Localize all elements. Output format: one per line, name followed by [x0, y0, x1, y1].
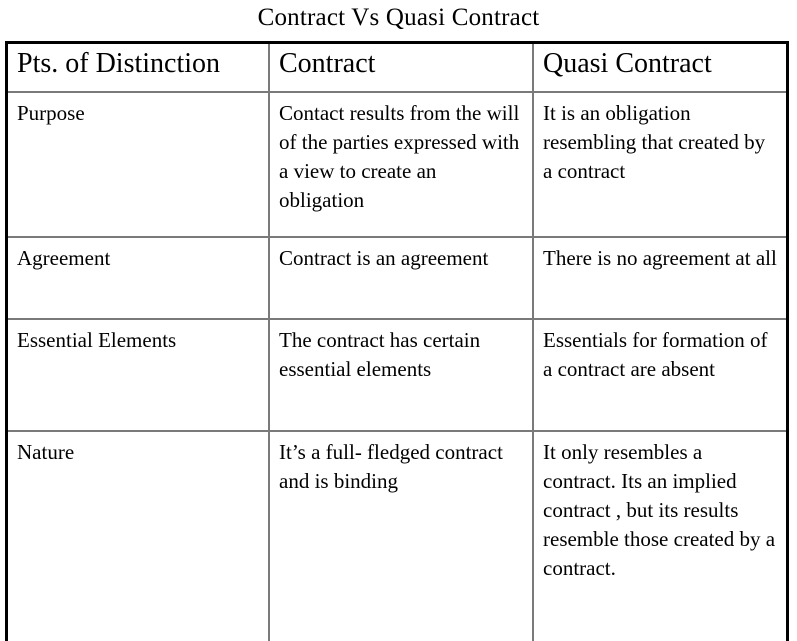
cell-text: Contact results from the will of the par… — [279, 101, 520, 212]
cell-distinction-nature: Nature — [8, 431, 270, 641]
cell-text: There is no agreement at all — [543, 246, 777, 270]
cell-contract-essential-elements: The contract has certain essential eleme… — [269, 319, 534, 432]
table-row: Nature It’s a full- fledged contract and… — [8, 431, 786, 641]
table-body: Purpose Contact results from the will of… — [8, 92, 786, 641]
cell-quasi-contract-essential-elements: Essentials for formation of a contract a… — [533, 319, 786, 432]
table-header: Pts. of Distinction Contract Quasi Contr… — [8, 44, 786, 93]
cell-text: The contract has certain essential eleme… — [279, 328, 481, 381]
column-header-distinction: Pts. of Distinction — [8, 44, 270, 93]
table-header-row: Pts. of Distinction Contract Quasi Contr… — [8, 44, 786, 93]
cell-distinction-agreement: Agreement — [8, 237, 270, 320]
cell-text: Contract is an agreement — [279, 246, 489, 270]
comparison-table-container: Pts. of Distinction Contract Quasi Contr… — [5, 41, 789, 641]
cell-quasi-contract-purpose: It is an obligation resembling that crea… — [533, 92, 786, 238]
table-row: Essential Elements The contract has cert… — [8, 319, 786, 432]
cell-text: Purpose — [17, 101, 85, 125]
table-row: Agreement Contract is an agreement There… — [8, 237, 786, 320]
cell-contract-purpose: Contact results from the will of the par… — [269, 92, 534, 238]
cell-text: Essentials for formation of a contract a… — [543, 328, 768, 381]
cell-text: It’s a full- fledged contract and is bin… — [279, 440, 503, 493]
cell-quasi-contract-nature: It only resembles a contract. Its an imp… — [533, 431, 786, 641]
cell-distinction-purpose: Purpose — [8, 92, 270, 238]
cell-text: It is an obligation resembling that crea… — [543, 101, 766, 183]
cell-distinction-essential-elements: Essential Elements — [8, 319, 270, 432]
cell-text: It only resembles a contract. Its an imp… — [543, 440, 776, 580]
column-header-contract: Contract — [269, 44, 534, 93]
column-header-quasi-contract: Quasi Contract — [533, 44, 786, 93]
comparison-table: Pts. of Distinction Contract Quasi Contr… — [8, 44, 786, 641]
page-title: Contract Vs Quasi Contract — [257, 4, 540, 31]
table-row: Purpose Contact results from the will of… — [8, 92, 786, 238]
cell-text: Nature — [17, 440, 75, 464]
cell-quasi-contract-agreement: There is no agreement at all — [533, 237, 786, 320]
cell-contract-nature: It’s a full- fledged contract and is bin… — [269, 431, 534, 641]
cell-text: Agreement — [17, 246, 111, 270]
cell-contract-agreement: Contract is an agreement — [269, 237, 534, 320]
cell-text: Essential Elements — [17, 328, 177, 352]
